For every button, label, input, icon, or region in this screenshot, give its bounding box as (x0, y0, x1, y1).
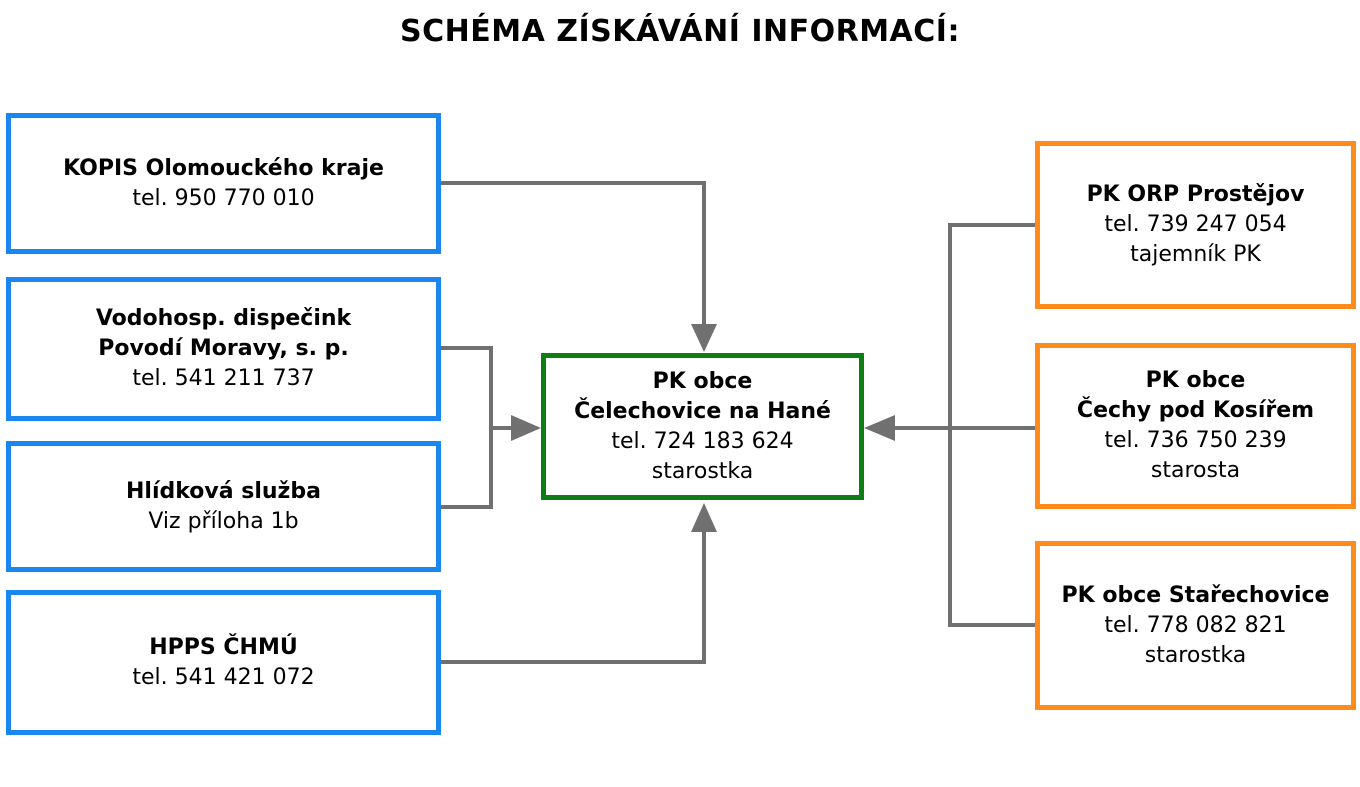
hpps-phone: tel. 541 421 072 (132, 664, 315, 690)
center-role: starostka (651, 458, 754, 484)
center-name-line2: Čelechovice na Hané (574, 398, 831, 424)
hpps-box: HPPS ČHMÚ tel. 541 421 072 (6, 590, 441, 735)
cechy-phone: tel. 736 750 239 (1104, 428, 1287, 453)
starechovice-role: starostka (1144, 642, 1247, 668)
arrowhead-left (511, 415, 541, 441)
connector-vodohosp (441, 346, 493, 428)
connector-hlidkova (441, 428, 493, 509)
cechy-name-line2: Čechy pod Kosířem (1076, 398, 1315, 423)
vodohosp-name-line2: Povodí Moravy, s. p. (98, 336, 349, 361)
orp-role: tajemník PK (1130, 242, 1261, 267)
arrowhead-top (691, 324, 717, 352)
orp-phone: tel. 739 247 054 (1104, 212, 1287, 237)
center-box: PK obce Čelechovice na Hané tel. 724 183… (541, 353, 864, 500)
kopis-phone: tel. 950 770 010 (132, 185, 315, 211)
cechy-role: starosta (1150, 458, 1241, 483)
kopis-box: KOPIS Olomouckého kraje tel. 950 770 010 (6, 113, 441, 254)
vodohosp-box: Vodohosp. dispečink Povodí Moravy, s. p.… (6, 277, 441, 421)
arrowhead-bottom (691, 503, 717, 532)
cechy-name-line1: PK obce (1145, 368, 1246, 393)
center-name-line1: PK obce (652, 368, 753, 394)
kopis-name: KOPIS Olomouckého kraje (63, 155, 384, 181)
connector-kopis (441, 181, 706, 326)
starechovice-box: PK obce Stařechovice tel. 778 082 821 st… (1035, 541, 1356, 710)
arrowhead-right (864, 415, 895, 441)
orp-name: PK ORP Prostějov (1086, 182, 1305, 207)
center-phone: tel. 724 183 624 (611, 428, 794, 454)
connector-orp (948, 223, 1037, 627)
vodohosp-phone: tel. 541 211 737 (132, 366, 315, 391)
orp-box: PK ORP Prostějov tel. 739 247 054 tajemn… (1035, 141, 1356, 309)
starechovice-phone: tel. 778 082 821 (1104, 612, 1287, 638)
vodohosp-name-line1: Vodohosp. dispečink (95, 306, 352, 331)
connector-hpps (441, 530, 706, 664)
diagram-title: SCHÉMA ZÍSKÁVÁNÍ INFORMACÍ: (400, 14, 960, 49)
hlidkova-name: Hlídková služba (126, 478, 321, 504)
starechovice-name: PK obce Stařechovice (1061, 582, 1330, 608)
hlidkova-box: Hlídková služba Viz příloha 1b (6, 441, 441, 572)
hlidkova-note: Viz příloha 1b (148, 508, 299, 534)
cechy-box: PK obce Čechy pod Kosířem tel. 736 750 2… (1035, 343, 1356, 509)
hpps-name: HPPS ČHMÚ (149, 634, 298, 660)
